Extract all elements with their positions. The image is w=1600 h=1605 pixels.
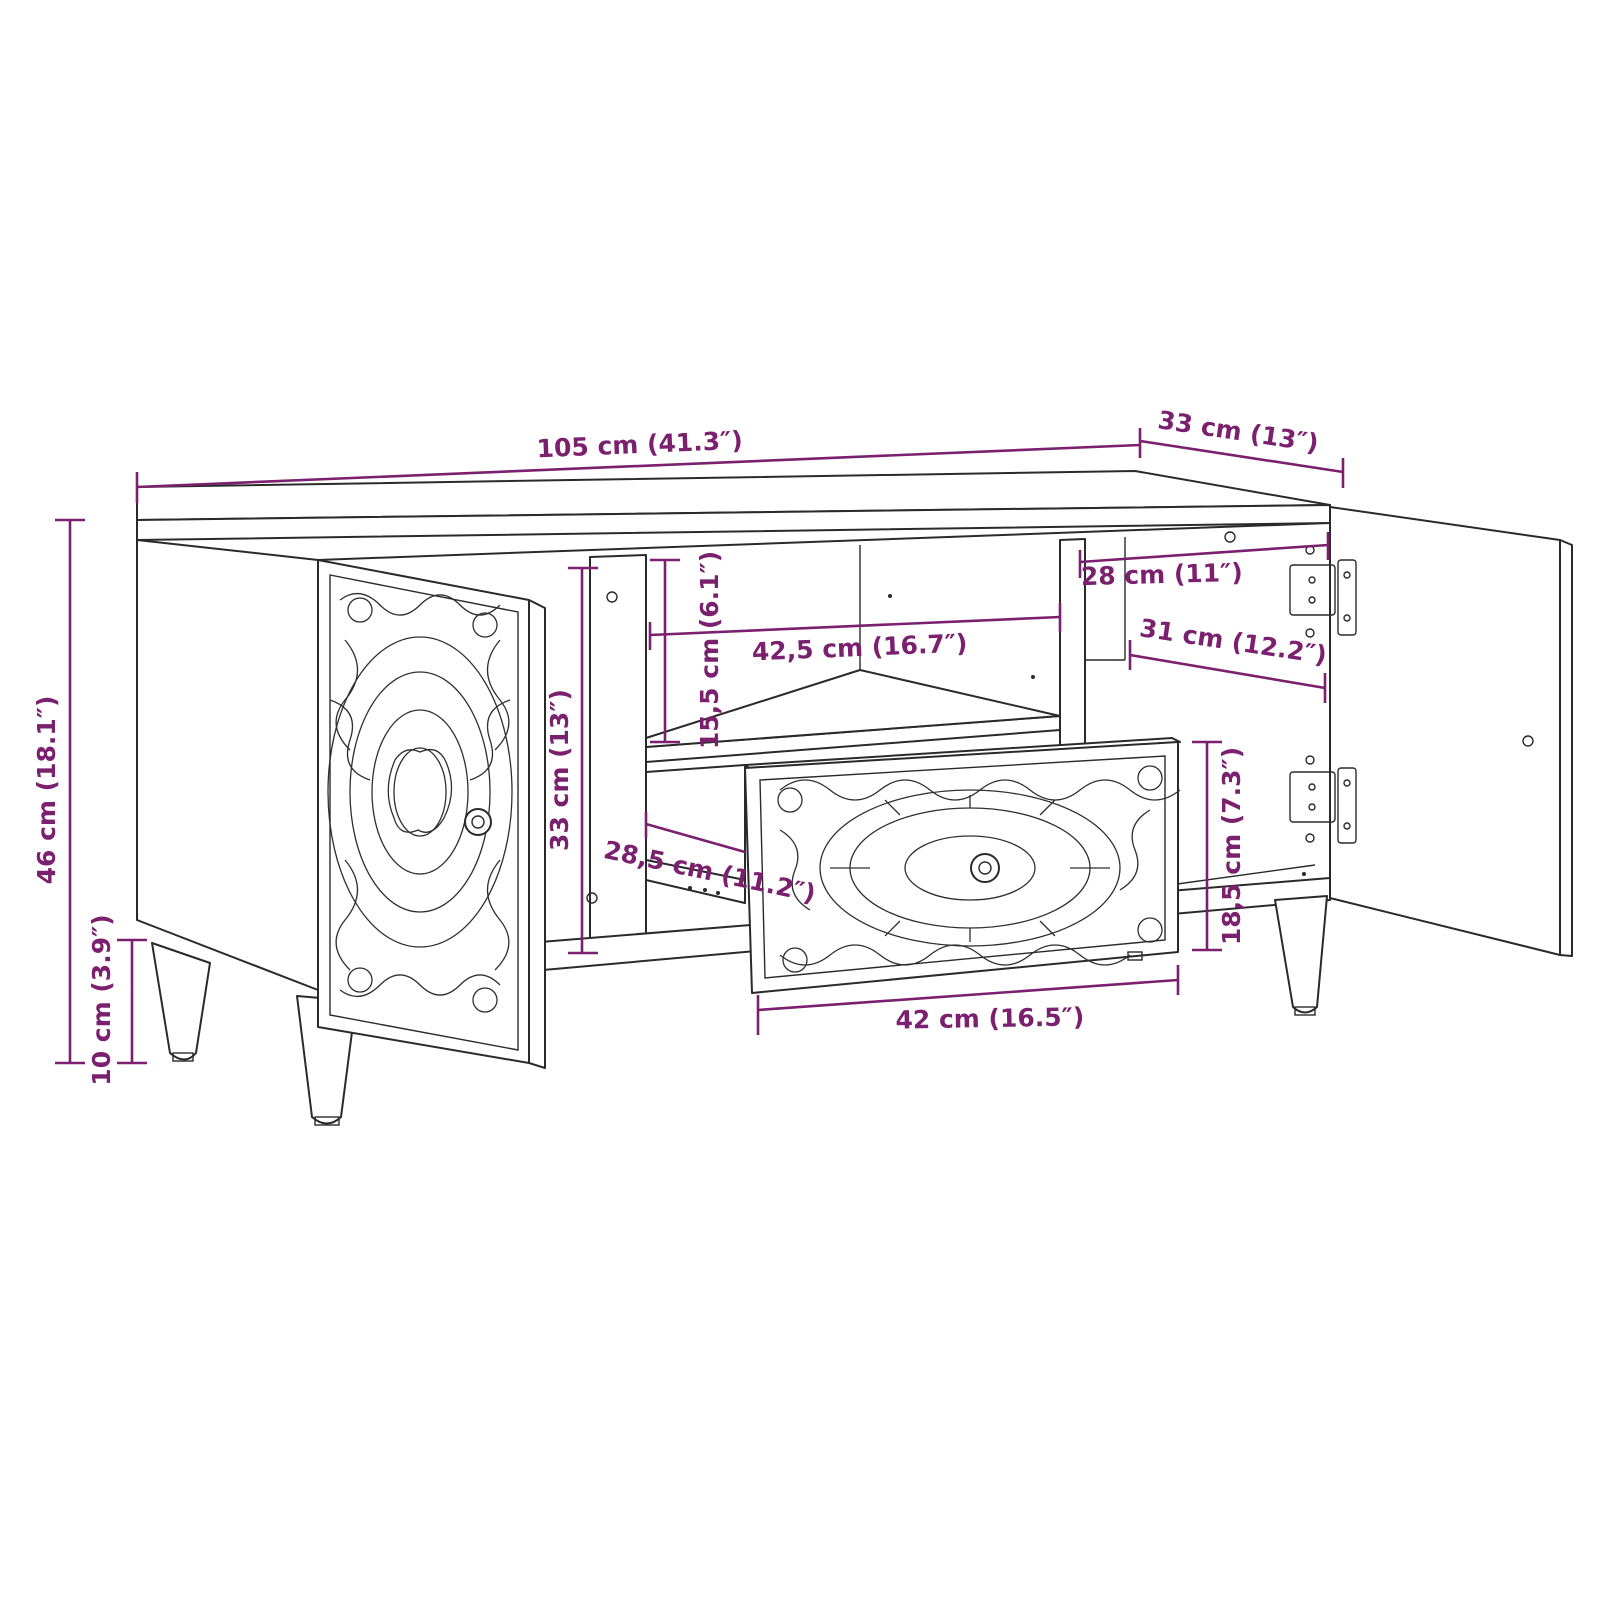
overall-width-label: 105 cm (41.3″) <box>536 426 743 464</box>
left-door <box>317 559 546 1069</box>
right-door <box>1289 506 1573 957</box>
leg-height-label: 10 cm (3.9″) <box>87 914 116 1085</box>
overall-height-label: 46 cm (18.1″) <box>32 696 61 885</box>
right-compartment-width-label: 28 cm (11″) <box>1080 558 1243 591</box>
overall-depth-label: 33 cm (13″) <box>1156 405 1320 458</box>
shelf-height-label: 15,5 cm (6.1″) <box>695 551 724 749</box>
dimension-lines <box>55 428 1345 1065</box>
drawer-height-label: 18,5 cm (7.3″) <box>1217 747 1246 945</box>
compartment-height-label: 33 cm (13″) <box>545 689 574 851</box>
drawer-width-label: 42 cm (16.5″) <box>895 1002 1084 1034</box>
drawer <box>645 737 1181 994</box>
